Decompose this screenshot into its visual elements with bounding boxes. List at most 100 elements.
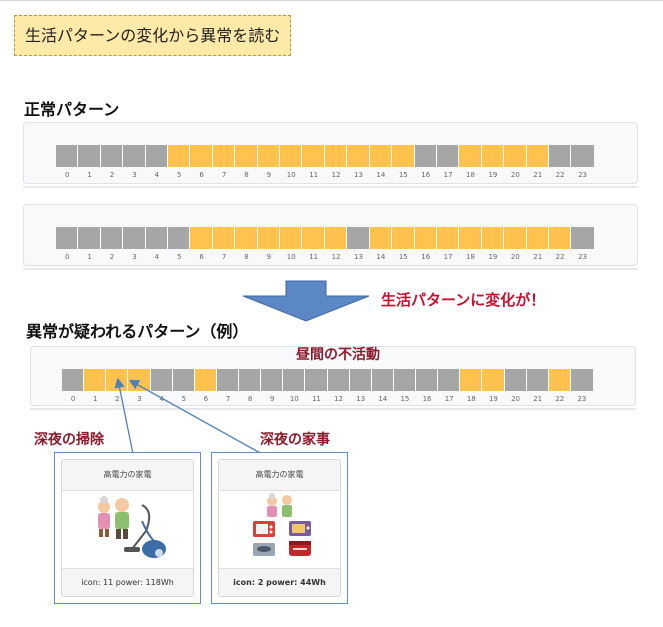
hour-tick-label: 18 — [466, 395, 476, 403]
hour-tick-label: 16 — [421, 253, 431, 261]
hour-cell-21-active — [526, 145, 549, 167]
hour-tick-label: 18 — [466, 171, 475, 179]
activity-bar — [62, 369, 593, 391]
hour-cell-23-inactive — [571, 145, 594, 167]
hour-tick-label: 8 — [244, 253, 249, 261]
hour-tick-label: 20 — [510, 171, 520, 179]
hour-tick-label: 0 — [70, 395, 76, 403]
hour-cell-15-active — [392, 145, 415, 167]
hour-cell-6-active — [194, 369, 217, 391]
hour-tick-label: 3 — [137, 395, 142, 403]
hour-cell-22-inactive — [548, 145, 572, 167]
hour-cell-7-inactive — [216, 369, 239, 391]
hour-cell-9-active — [257, 145, 281, 167]
hour-tick-label: 8 — [244, 171, 249, 179]
hour-cell-1-inactive — [78, 145, 101, 167]
hour-cell-5-inactive — [172, 369, 195, 391]
hour-cell-16-inactive — [416, 369, 439, 391]
hour-tick-label: 13 — [354, 171, 363, 179]
hour-cell-9-active — [257, 227, 281, 249]
hour-cell-8-active — [235, 227, 258, 249]
hour-tick-label: 21 — [533, 253, 543, 261]
hour-tick-label: 2 — [115, 395, 120, 403]
panel-divider — [23, 186, 638, 188]
hour-tick-label: 22 — [555, 253, 565, 261]
hour-cell-11-active — [302, 145, 325, 167]
hour-tick-label: 20 — [511, 395, 521, 403]
hour-cell-13-inactive — [349, 369, 372, 391]
hour-cell-8-inactive — [239, 369, 262, 391]
hour-cell-4-inactive — [150, 369, 173, 391]
hour-cell-21-active — [526, 227, 549, 249]
hour-cell-1-active — [84, 369, 107, 391]
hour-cell-7-active — [212, 227, 236, 249]
hour-cell-17-inactive — [438, 369, 461, 391]
hour-tick-label: 15 — [398, 171, 408, 179]
hour-cell-17-active — [436, 227, 460, 249]
hour-cell-22-active — [548, 227, 572, 249]
hour-cell-6-active — [190, 145, 213, 167]
hour-tick-label: 9 — [266, 171, 272, 179]
hour-tick-label: 3 — [132, 171, 137, 179]
hour-tick-label: 22 — [555, 171, 565, 179]
hour-cell-14-active — [369, 145, 393, 167]
hour-tick-label: 5 — [177, 253, 182, 261]
hour-cell-16-inactive — [414, 145, 437, 167]
hour-tick-label: 6 — [199, 253, 204, 261]
hour-tick-label: 1 — [87, 171, 92, 179]
hour-tick-label: 1 — [92, 395, 98, 403]
hour-cell-0-inactive — [62, 369, 85, 391]
hour-cell-3-inactive — [123, 227, 146, 249]
hour-cell-12-active — [324, 145, 348, 167]
late-night-housework-label: 深夜の家事 — [260, 432, 330, 448]
hour-cell-20-inactive — [504, 369, 527, 391]
hour-tick-label: 19 — [488, 171, 498, 179]
card-footer: icon: 11 power: 118Wh — [62, 568, 193, 596]
hour-cell-19-active — [481, 227, 505, 249]
page-title: 生活パターンの変化から異常を読む — [14, 15, 291, 56]
hour-cell-19-active — [481, 145, 505, 167]
rice-cooker-icon — [289, 541, 311, 556]
hour-cell-2-inactive — [100, 145, 124, 167]
hour-cell-13-active — [347, 145, 370, 167]
hour-tick-label: 2 — [109, 171, 115, 179]
hour-tick-label: 19 — [488, 395, 498, 403]
hour-tick-label: 18 — [466, 253, 475, 261]
hour-tick-label: 11 — [311, 395, 321, 403]
microwave-icon — [253, 521, 275, 537]
hour-cell-2-inactive — [100, 227, 124, 249]
hour-tick-label: 0 — [64, 253, 70, 261]
hour-cell-0-inactive — [56, 227, 79, 249]
panel-divider — [30, 408, 636, 410]
hour-tick-label: 9 — [269, 395, 275, 403]
hour-cell-22-active — [548, 369, 571, 391]
activity-bar — [56, 145, 594, 167]
hour-tick-label: 5 — [181, 395, 186, 403]
hour-cell-5-inactive — [168, 227, 191, 249]
hour-tick-label: 23 — [578, 253, 587, 261]
hour-tick-label: 12 — [334, 395, 344, 403]
housework-pointer-arrow — [128, 379, 263, 455]
hour-tick-label: 9 — [266, 253, 272, 261]
hour-cell-17-inactive — [436, 145, 460, 167]
cleaning-pointer-arrow — [114, 377, 134, 455]
hour-cell-18-active — [459, 145, 482, 167]
hour-tick-label: 19 — [488, 253, 498, 261]
card-header: 高電力の家電 — [219, 460, 340, 491]
hour-tick-label: 15 — [400, 395, 410, 403]
hour-cell-16-active — [414, 227, 437, 249]
hour-cell-23-inactive — [571, 227, 594, 249]
hour-cell-4-inactive — [145, 145, 169, 167]
hour-tick-label: 21 — [533, 171, 543, 179]
card-footer: icon: 2 power: 44Wh — [219, 568, 340, 596]
hour-tick-label: 0 — [64, 171, 70, 179]
vacuum-cleaner-icon — [124, 504, 166, 558]
hour-cell-6-active — [190, 227, 213, 249]
hour-cell-21-inactive — [526, 369, 549, 391]
hour-cell-7-active — [212, 145, 236, 167]
hour-cell-15-inactive — [393, 369, 416, 391]
